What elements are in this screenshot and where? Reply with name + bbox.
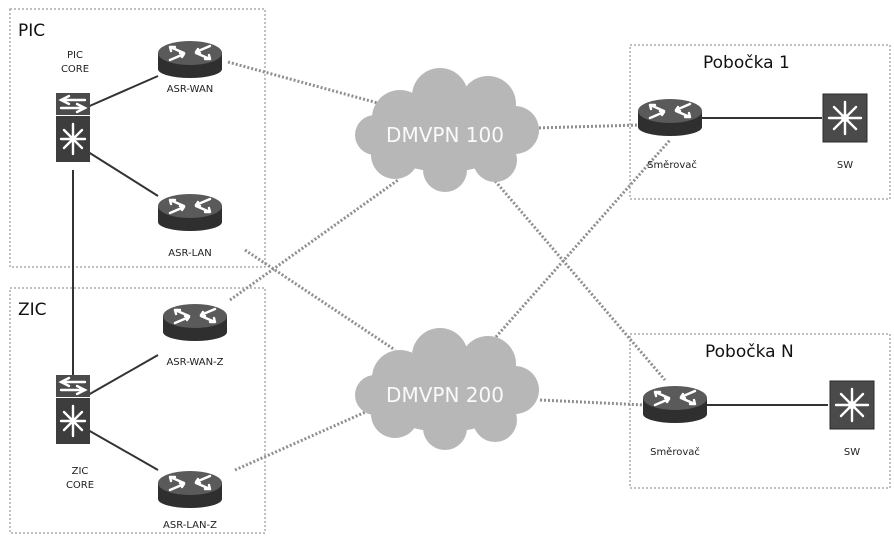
link-asr-lan-z-dmvpn200: [234, 408, 371, 472]
device-label-zic-core-line1: ZIC: [72, 466, 89, 477]
device-label-zic-core-line2: CORE: [66, 480, 94, 491]
device-label-asr-lan-z: ASR-LAN-Z: [163, 520, 217, 531]
link-asr-lan-dmvpn200: [244, 248, 396, 352]
lan-links: [72, 75, 828, 471]
device-asr-lan-z: ASR-LAN-Z: [156, 469, 224, 531]
multilayer-switch-icon: [54, 91, 92, 164]
cloud-dmvpn100: DMVPN 100: [355, 68, 539, 192]
switch-icon: [828, 379, 876, 431]
device-label-asr-wan-z: ASR-WAN-Z: [166, 357, 223, 368]
device-asr-lan: ASR-LAN: [156, 192, 224, 259]
link-asr-wan-z-dmvpn100: [229, 178, 399, 302]
link-zic-core-asr-wan-z: [87, 354, 159, 396]
switch-icon: [821, 92, 869, 144]
cloud-label-dmvpn100: DMVPN 100: [386, 123, 504, 147]
device-branch1-switch: SW: [821, 92, 869, 171]
device-label-pic-core-line2: CORE: [61, 64, 89, 75]
router-icon: [161, 302, 229, 343]
site-title-zic: ZIC: [18, 300, 47, 320]
link-pic-core-asr-lan: [84, 149, 159, 197]
device-label-branchN-switch: SW: [844, 447, 860, 458]
device-asr-wan-z: ASR-WAN-Z: [161, 302, 229, 368]
site-box-branch1: [629, 44, 891, 200]
device-branchN-switch: SW: [828, 379, 876, 458]
cloud-label-dmvpn200: DMVPN 200: [386, 383, 504, 407]
device-label-branchN-router: Směrovač: [650, 446, 700, 458]
multilayer-switch-icon: [54, 373, 92, 446]
router-icon: [641, 384, 709, 425]
site-box-branchN: [629, 333, 891, 489]
device-label-branch1-switch: SW: [837, 160, 853, 171]
device-label-branch1-router: Směrovač: [647, 159, 697, 171]
link-zic-core-asr-lan-z: [87, 429, 159, 471]
wan-links: [227, 60, 672, 472]
link-dmvpn200-branchN: [539, 398, 646, 407]
site-title-branchN: Pobočka N: [705, 342, 794, 362]
link-dmvpn100-branch1: [534, 123, 641, 130]
site-title-branch1: Pobočka 1: [703, 53, 790, 73]
device-label-asr-lan: ASR-LAN: [168, 248, 211, 259]
device-branchN-router: Směrovač: [641, 384, 709, 458]
site-box-zic: [9, 287, 266, 534]
site-title-pic: PIC: [18, 21, 45, 41]
device-label-asr-wan: ASR-WAN: [167, 84, 214, 95]
link-pic-core-asr-wan: [84, 75, 159, 109]
device-asr-wan: ASR-WAN: [156, 39, 224, 95]
router-icon: [156, 192, 224, 233]
router-icon: [636, 97, 704, 138]
device-branch1-router: Směrovač: [636, 97, 704, 171]
router-icon: [156, 39, 224, 80]
device-zic-core: ZIC CORE: [54, 373, 94, 491]
link-dmvpn100-branchN: [488, 174, 667, 381]
router-icon: [156, 469, 224, 510]
device-pic-core: PIC CORE: [54, 50, 92, 164]
link-asr-wan-dmvpn100: [227, 60, 386, 107]
cloud-dmvpn200: DMVPN 200: [355, 328, 539, 450]
site-box-pic: [9, 8, 266, 268]
device-label-pic-core-line1: PIC: [67, 50, 83, 61]
